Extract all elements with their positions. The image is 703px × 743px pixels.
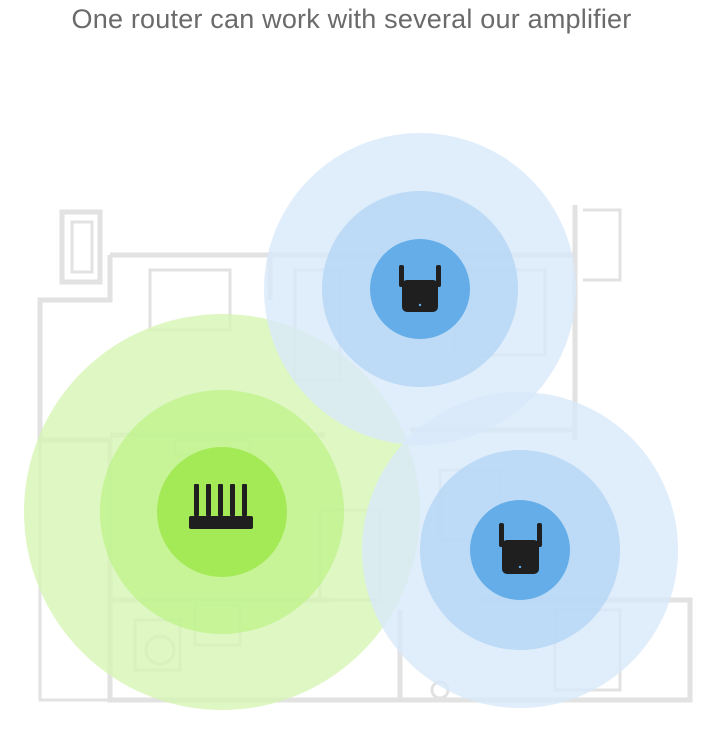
router-icon — [189, 484, 253, 529]
wifi-amplifier-icon — [499, 523, 542, 574]
wifi-amplifier-icon — [399, 265, 441, 312]
headline: One router can work with several our amp… — [71, 4, 632, 34]
